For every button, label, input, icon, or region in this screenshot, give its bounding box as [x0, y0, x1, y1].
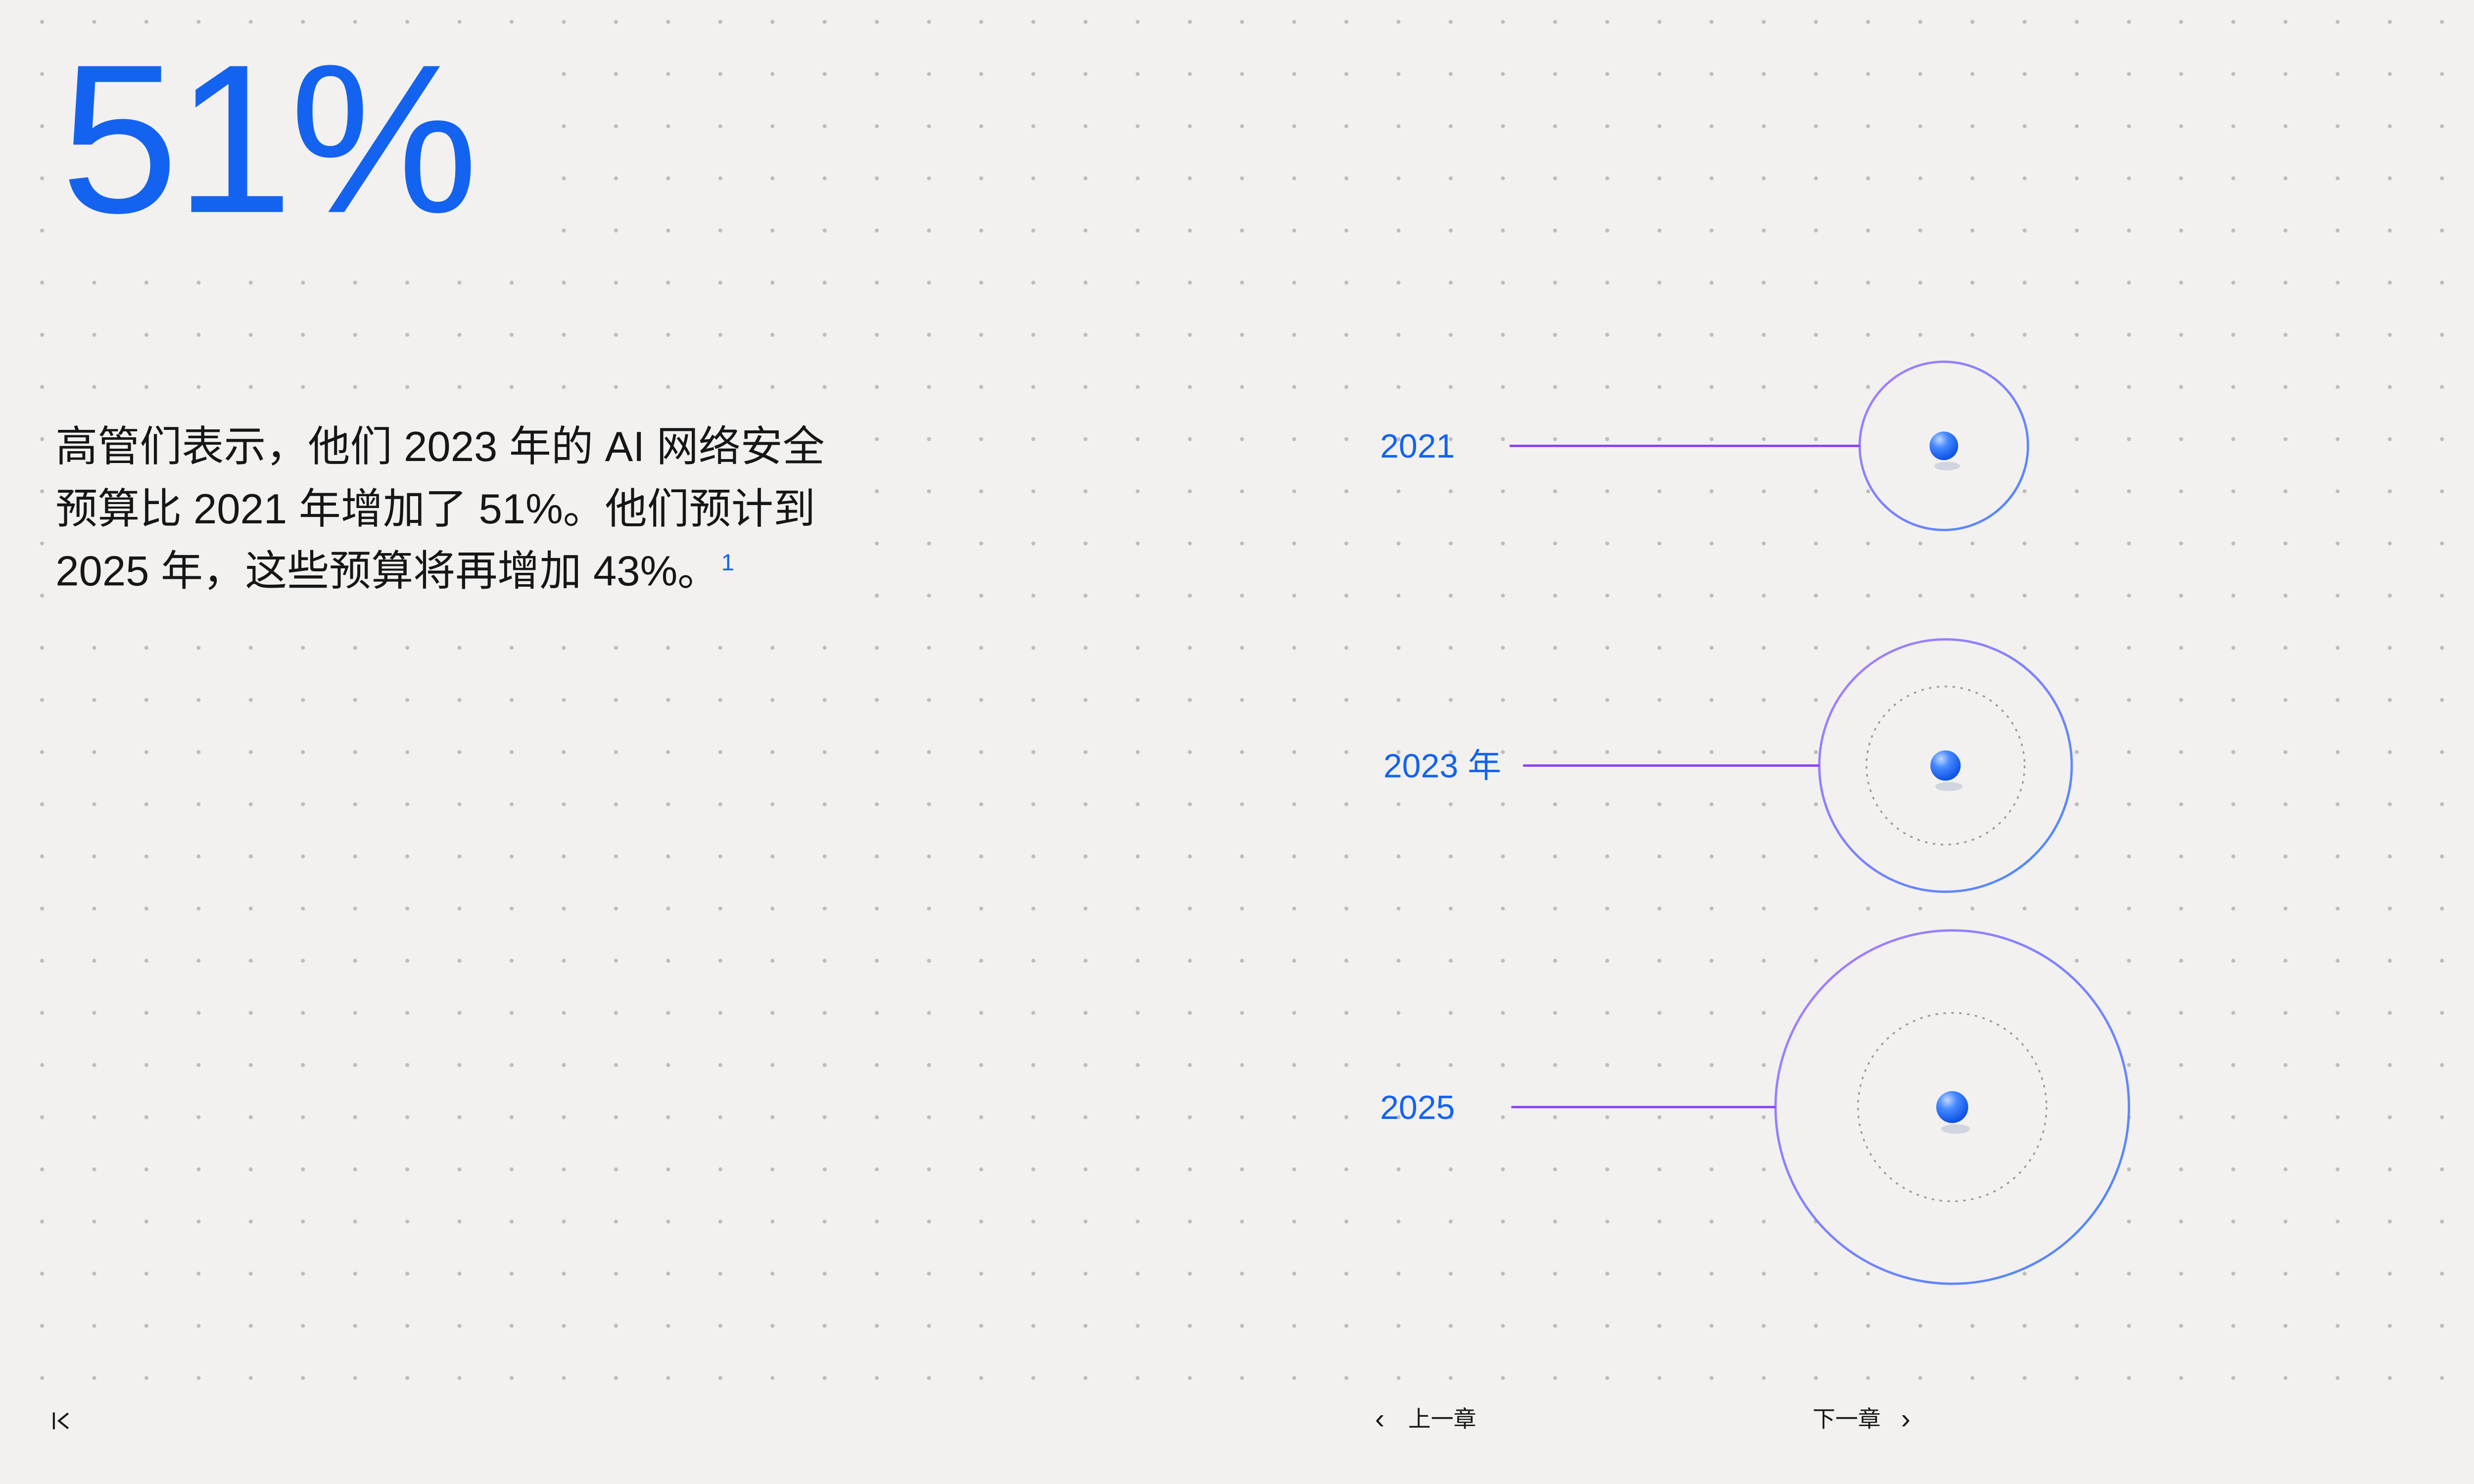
prev-chapter-button[interactable]: ‹ 上一章	[1375, 1401, 1476, 1438]
chevron-right-icon: ›	[1901, 1402, 1911, 1435]
bubble-group: 2023 年	[1383, 638, 2073, 893]
prev-chapter-label: 上一章	[1408, 1406, 1476, 1432]
stat-headline: 51%	[55, 23, 553, 270]
year-label: 2021	[1380, 427, 1455, 465]
next-chapter-label: 下一章	[1812, 1406, 1881, 1432]
dot-shadow	[1935, 782, 1963, 791]
bubble-group: 2021	[1380, 360, 2029, 531]
body-paragraph: 高管们表示，他们 2023 年的 AI 网络安全预算比 2021 年增加了 51…	[55, 414, 857, 611]
dot-shadow	[1934, 462, 1960, 470]
chevron-left-icon: ‹	[1375, 1402, 1385, 1435]
bubble-group: 2025	[1380, 929, 2131, 1285]
data-dot	[1930, 750, 1961, 781]
dot-shadow	[1941, 1124, 1970, 1134]
footer-nav: ‹ 上一章 下一章 › 8	[0, 1401, 2474, 1438]
footnote-marker[interactable]: 1	[721, 548, 735, 575]
year-label: 2025	[1380, 1089, 1455, 1126]
skip-to-start-button[interactable]	[50, 1401, 72, 1438]
skip-to-start-icon	[52, 1411, 69, 1429]
year-label: 2023 年	[1383, 747, 1501, 785]
data-dot	[1936, 1091, 1968, 1123]
next-chapter-button[interactable]: 下一章 ›	[1812, 1401, 1910, 1438]
body-text: 高管们表示，他们 2023 年的 AI 网络安全预算比 2021 年增加了 51…	[55, 424, 825, 596]
data-dot	[1929, 431, 1958, 461]
